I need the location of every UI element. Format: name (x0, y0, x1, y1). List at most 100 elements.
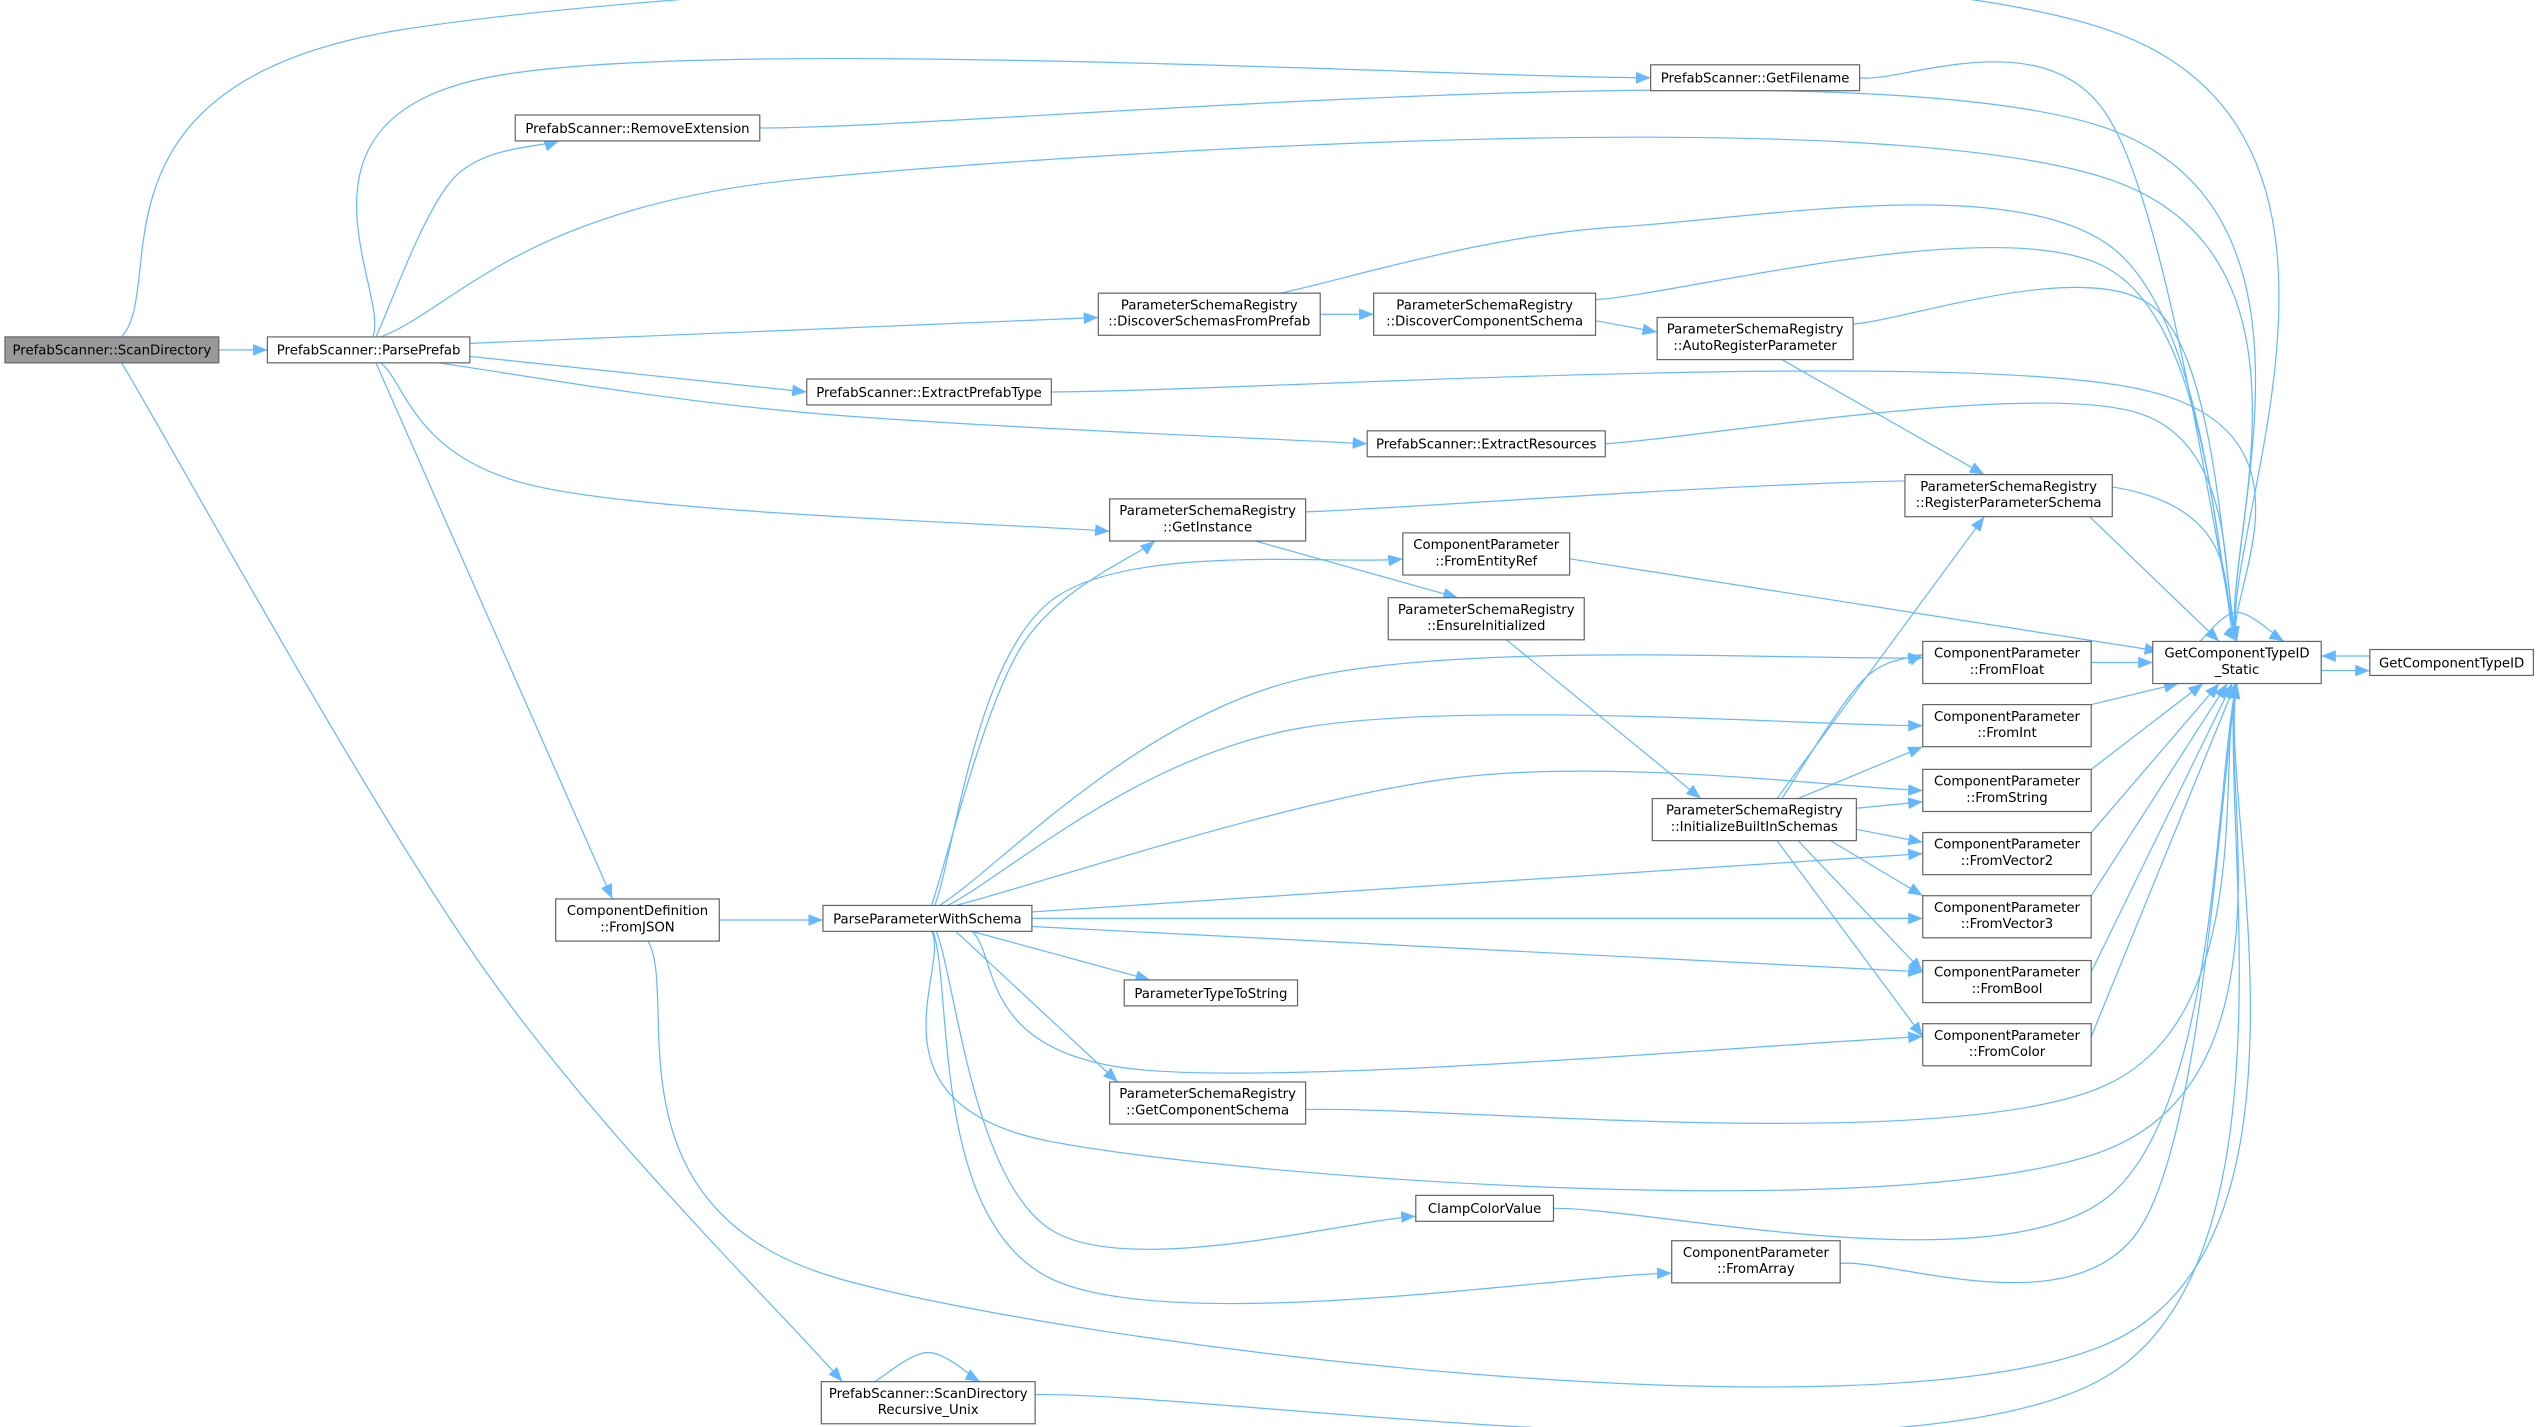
node-label: GetComponentTypeID (2379, 656, 2524, 671)
node-fromjson[interactable]: ComponentDefinition::FromJSON (555, 898, 720, 942)
node-getfilename[interactable]: PrefabScanner::GetFilename (1650, 64, 1861, 92)
node-disccomp[interactable]: ParameterSchemaRegistry::DiscoverCompone… (1373, 292, 1597, 336)
edge-parseparam-to-fromvec2 (1031, 848, 1923, 913)
node-label: ::DiscoverSchemasFromPrefab (1108, 315, 1310, 330)
node-box (1922, 703, 2092, 748)
edge-getcompschema-to-static (1305, 683, 2239, 1124)
node-getcompschema[interactable]: ParameterSchemaRegistry::GetComponentSch… (1109, 1081, 1307, 1125)
node-fromcolor[interactable]: ComponentParameter::FromColor (1922, 1023, 2092, 1067)
node-label: ComponentParameter (1413, 538, 1560, 553)
node-fromint[interactable]: ComponentParameter::FromInt (1922, 703, 2092, 748)
node-extractres[interactable]: PrefabScanner::ExtractResources (1366, 430, 1606, 458)
node-parseparam[interactable]: ParseParameterWithSchema (822, 904, 1033, 932)
node-ensure[interactable]: ParameterSchemaRegistry::EnsureInitializ… (1387, 597, 1585, 641)
node-label: ::RegisterParameterSchema (1916, 496, 2102, 511)
node-label: ::EnsureInitialized (1427, 619, 1545, 634)
edge-removeext-to-static (759, 89, 2257, 642)
node-regparam[interactable]: ParameterSchemaRegistry::RegisterParamet… (1904, 473, 2113, 518)
node-ptypestr[interactable]: ParameterTypeToString (1123, 979, 1299, 1007)
node-label: PrefabScanner::ExtractPrefabType (816, 386, 1042, 401)
node-label: ComponentParameter (1934, 838, 2081, 853)
node-extracttype[interactable]: PrefabScanner::ExtractPrefabType (806, 378, 1052, 406)
node-fromarray[interactable]: ComponentParameter::FromArray (1671, 1240, 1841, 1284)
node-box (1415, 1194, 1555, 1222)
node-label: ParameterSchemaRegistry (1119, 1087, 1296, 1102)
node-label: PrefabScanner::RemoveExtension (525, 122, 749, 137)
node-fromvec2[interactable]: ComponentParameter::FromVector2 (1922, 831, 2092, 876)
edge-clampcolor-to-static (1553, 683, 2240, 1241)
edge-parse-to-fromjson (375, 362, 613, 900)
node-box (1922, 640, 2092, 685)
node-fromstring[interactable]: ComponentParameter::FromString (1922, 768, 2092, 813)
node-label: ::GetComponentSchema (1126, 1103, 1289, 1118)
edge-fromcolor-to-static (2090, 683, 2236, 1037)
node-box (555, 898, 720, 942)
node-label: ::FromJSON (600, 920, 675, 935)
edge-initbuiltin-to-fromcolor (1776, 840, 1924, 1038)
node-box (2369, 648, 2535, 677)
node-label: GetComponentTypeID (2164, 647, 2309, 662)
node-box (806, 378, 1052, 406)
node-label: _Static (2214, 663, 2260, 678)
edge-parse-to-removeext (375, 140, 560, 338)
edge-frombool-to-static (2090, 683, 2233, 973)
node-label: ::FromArray (1717, 1262, 1795, 1277)
node-label: ComponentParameter (1683, 1246, 1830, 1261)
edge-disccomp-to-autoreg (1595, 320, 1658, 336)
edge-extractres-to-static (1605, 402, 2238, 642)
node-fromentity[interactable]: ComponentParameter::FromEntityRef (1402, 532, 1571, 576)
node-fromfloat[interactable]: ComponentParameter::FromFloat (1922, 640, 2092, 685)
edge-autoreg-to-static (1853, 286, 2240, 642)
edge-parseparam-to-fromentity (934, 554, 1403, 906)
node-box (1922, 895, 2092, 939)
node-static[interactable]: GetComponentTypeID_Static (2152, 640, 2322, 685)
node-scan[interactable]: PrefabScanner::ScanDirectory (4, 336, 220, 364)
node-autoreg[interactable]: ParameterSchemaRegistry::AutoRegisterPar… (1656, 316, 1854, 361)
node-box (1651, 797, 1857, 842)
node-removeext[interactable]: PrefabScanner::RemoveExtension (514, 114, 761, 142)
node-initbuiltin[interactable]: ParameterSchemaRegistry::InitializeBuilt… (1651, 797, 1857, 842)
node-label: ::GetInstance (1163, 520, 1252, 535)
node-box (1656, 316, 1854, 361)
edge-fromentity-to-static (1569, 558, 2160, 655)
node-parse[interactable]: PrefabScanner::ParsePrefab (266, 336, 471, 364)
node-label: ::InitializeBuiltInSchemas (1671, 820, 1838, 835)
node-gctid[interactable]: GetComponentTypeID (2369, 648, 2535, 677)
edge-parse-to-static (380, 136, 2253, 642)
edge-parse-to-extracttype (469, 355, 807, 397)
node-label: ::FromVector2 (1961, 854, 2054, 869)
node-box (266, 336, 471, 364)
node-box (1922, 768, 2092, 813)
node-label: ClampColorValue (1428, 1202, 1541, 1217)
node-discschemas[interactable]: ParameterSchemaRegistry::DiscoverSchemas… (1097, 292, 1321, 336)
node-getinstance[interactable]: ParameterSchemaRegistry::GetInstance (1109, 498, 1307, 542)
edge-parseparam-to-ptypestr (971, 930, 1151, 982)
node-label: ParameterSchemaRegistry (1396, 298, 1573, 313)
edge-parseparam-to-clampcolor (935, 931, 1416, 1250)
node-box (1373, 292, 1597, 336)
node-box (4, 336, 220, 364)
edge-parse-to-extractres (437, 362, 1368, 449)
node-fromvec3[interactable]: ComponentParameter::FromVector3 (1922, 895, 2092, 939)
node-label: ::FromEntityRef (1435, 554, 1537, 569)
node-frombool[interactable]: ComponentParameter::FromBool (1922, 959, 2092, 1004)
node-recursive[interactable]: PrefabScanner::ScanDirectoryRecursive_Un… (820, 1381, 1036, 1425)
node-clampcolor[interactable]: ClampColorValue (1415, 1194, 1555, 1222)
edge-parseparam-to-getinstance (930, 540, 1156, 906)
node-box (1109, 1081, 1307, 1125)
node-label: ComponentParameter (1934, 1029, 2081, 1044)
edge-parseparam-to-frombool (1031, 925, 1923, 977)
node-label: ParameterSchemaRegistry (1398, 603, 1575, 618)
edge-parseparam-to-static (925, 683, 2239, 1192)
node-label: ParameterSchemaRegistry (1121, 298, 1298, 313)
node-label: ::FromColor (1969, 1045, 2046, 1060)
node-label: ComponentParameter (1934, 966, 2081, 981)
edges (121, 0, 2370, 1427)
node-label: ParseParameterWithSchema (833, 912, 1022, 927)
node-box (1109, 498, 1307, 542)
edge-recursive-to-recursive (874, 1351, 981, 1383)
edge-regparam-to-static (2089, 516, 2220, 642)
node-label: ::FromString (1966, 791, 2047, 806)
node-box (1366, 430, 1606, 458)
node-label: ::DiscoverComponentSchema (1386, 315, 1583, 330)
